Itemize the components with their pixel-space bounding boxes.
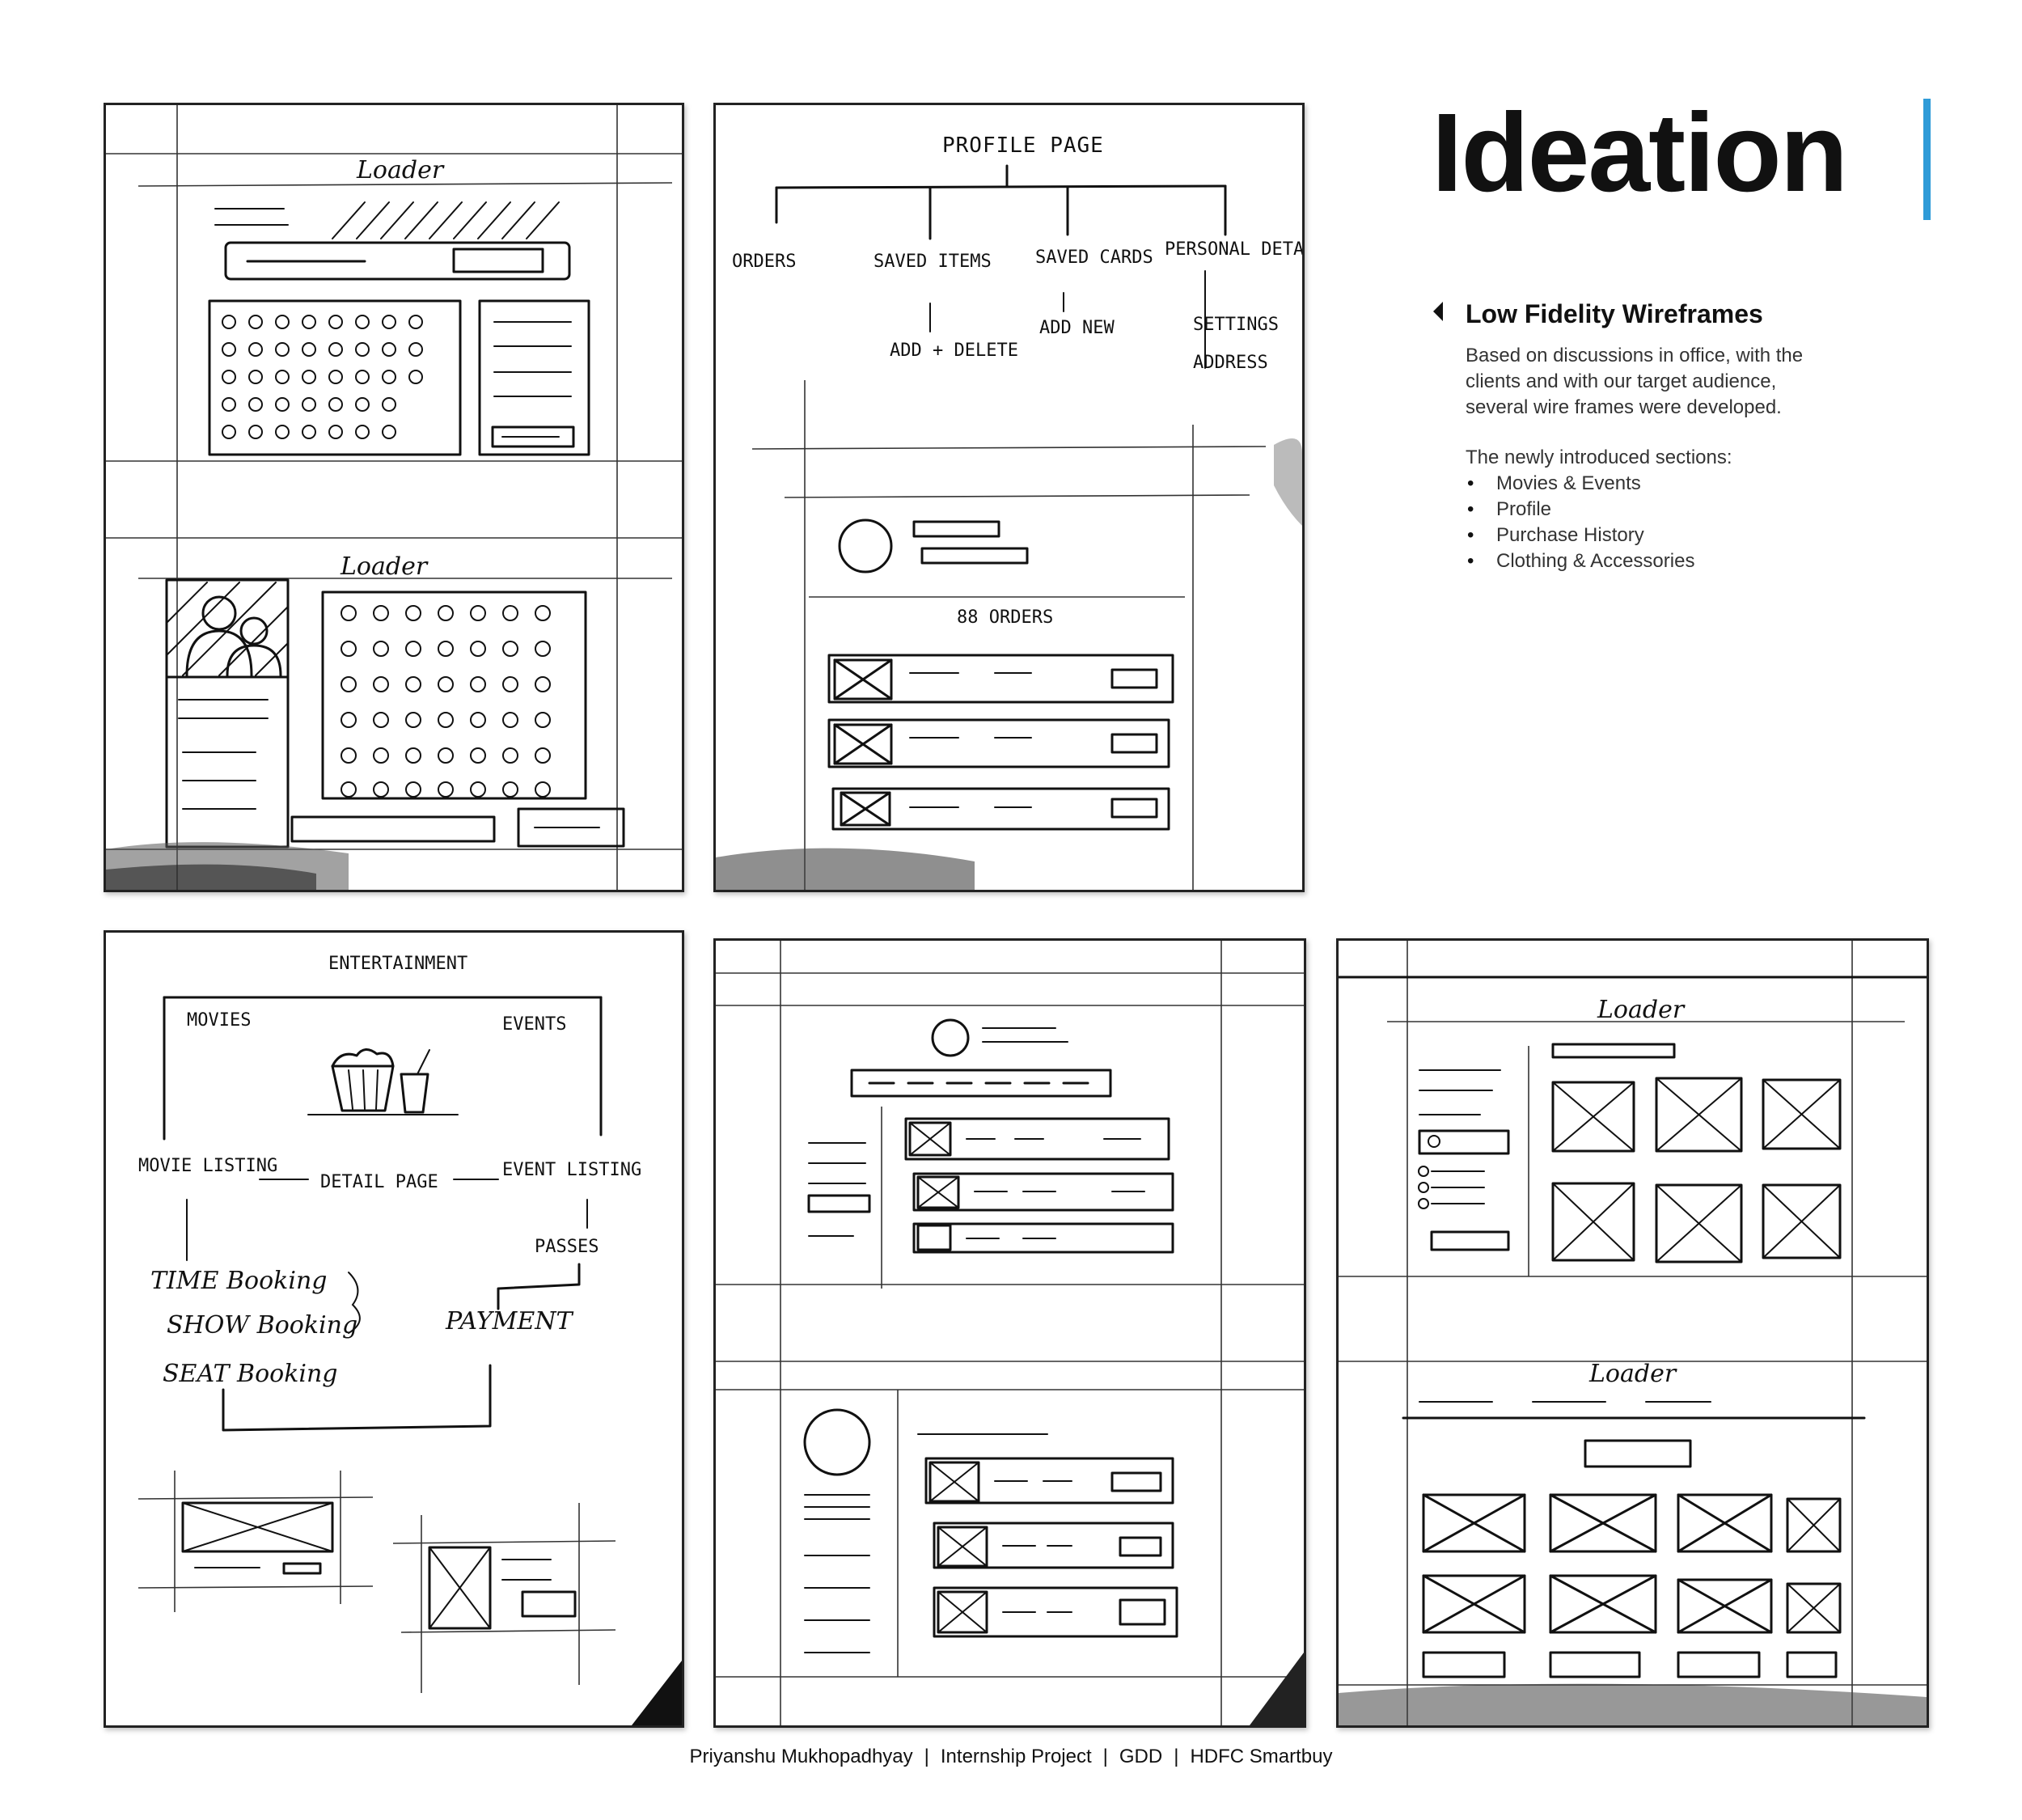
profile-page-title: PROFILE PAGE — [942, 133, 1104, 158]
wireframe-profile-page: PROFILE PAGE ORDERS SAVED ITEMS SAVED CA… — [713, 103, 1305, 892]
branch-orders: ORDERS — [732, 252, 796, 272]
section-item: Purchase History — [1466, 523, 1805, 548]
time-booking: TIME Booking — [150, 1267, 327, 1295]
sections-list: Movies & Events Profile Purchase History… — [1466, 471, 1805, 574]
clothing-bottom-label: Loader — [1588, 1360, 1677, 1388]
sub-add-delete: ADD + DELETE — [890, 341, 1018, 361]
branch-saved-cards: SAVED CARDS — [1035, 248, 1153, 268]
detail-page: DETAIL PAGE — [320, 1172, 438, 1192]
event-listing: EVENT LISTING — [502, 1160, 641, 1180]
sub-address: ADDRESS — [1193, 353, 1268, 373]
caret-left-icon — [1433, 302, 1443, 321]
show-booking: SHOW Booking — [167, 1311, 357, 1340]
sub-add-new: ADD NEW — [1039, 318, 1115, 338]
order-rows — [827, 654, 1174, 831]
orders-count: 88 ORDERS — [957, 607, 1053, 628]
section-item: Clothing & Accessories — [1466, 548, 1805, 574]
wireframe-entertainment: ENTERTAINMENT MOVIES EVENTS MOVIE LISTIN… — [104, 930, 684, 1728]
entertainment-title: ENTERTAINMENT — [328, 954, 467, 974]
seat-grid-bottom — [341, 605, 551, 798]
accent-bar — [1923, 99, 1931, 220]
top-loader-label: Loader — [356, 156, 445, 184]
popcorn-icon — [307, 1048, 459, 1115]
movies-label: MOVIES — [187, 1010, 251, 1031]
events-label: EVENTS — [502, 1014, 566, 1035]
profile-page-sketch: PROFILE PAGE ORDERS SAVED ITEMS SAVED CA… — [716, 133, 1302, 890]
seat-selection-sketch: Loader Loader — [106, 105, 682, 890]
branch-personal-details: PERSONAL DETAILS — [1165, 239, 1302, 260]
description-paragraph: Based on discussions in office, with the… — [1466, 345, 1804, 418]
branch-saved-items: SAVED ITEMS — [874, 252, 992, 272]
footer-author: Priyanshu Mukhopadhyay — [689, 1746, 913, 1767]
page-title: Ideation — [1432, 91, 1848, 215]
seat-booking: SEAT Booking — [163, 1360, 338, 1388]
passes-label: PASSES — [535, 1237, 599, 1257]
footer-dept: GDD — [1119, 1746, 1163, 1767]
description-block: Based on discussions in office, with the… — [1466, 343, 1805, 574]
clothing-sketch: Loader Loader — [1339, 941, 1927, 1725]
sections-intro: The newly introduced sections: — [1466, 447, 1732, 468]
movie-listing: MOVIE LISTING — [138, 1156, 277, 1176]
section-item: Profile — [1466, 497, 1805, 523]
section-item: Movies & Events — [1466, 471, 1805, 497]
entertainment-sketch: ENTERTAINMENT MOVIES EVENTS MOVIE LISTIN… — [137, 954, 682, 1725]
bottom-loader-label: Loader — [340, 552, 429, 581]
product-grid-top — [1551, 1077, 1842, 1263]
footer-project: Internship Project — [940, 1746, 1092, 1767]
wireframe-profile-dashboard — [713, 938, 1306, 1728]
wireframe-clothing: Loader Loader — [1336, 938, 1929, 1728]
seat-grid-top — [222, 315, 423, 439]
wireframe-seat-selection: Loader Loader — [104, 103, 684, 892]
sub-settings: SETTINGS — [1193, 315, 1279, 335]
product-grid-bottom — [1422, 1493, 1842, 1678]
footer: Priyanshu Mukhopadhyay|Internship Projec… — [689, 1746, 1333, 1767]
footer-client: HDFC Smartbuy — [1190, 1746, 1333, 1767]
payment-label: PAYMENT — [445, 1307, 574, 1335]
section-subtitle: Low Fidelity Wireframes — [1466, 299, 1763, 328]
clothing-top-label: Loader — [1597, 996, 1686, 1024]
profile-dashboard-sketch — [716, 941, 1304, 1725]
